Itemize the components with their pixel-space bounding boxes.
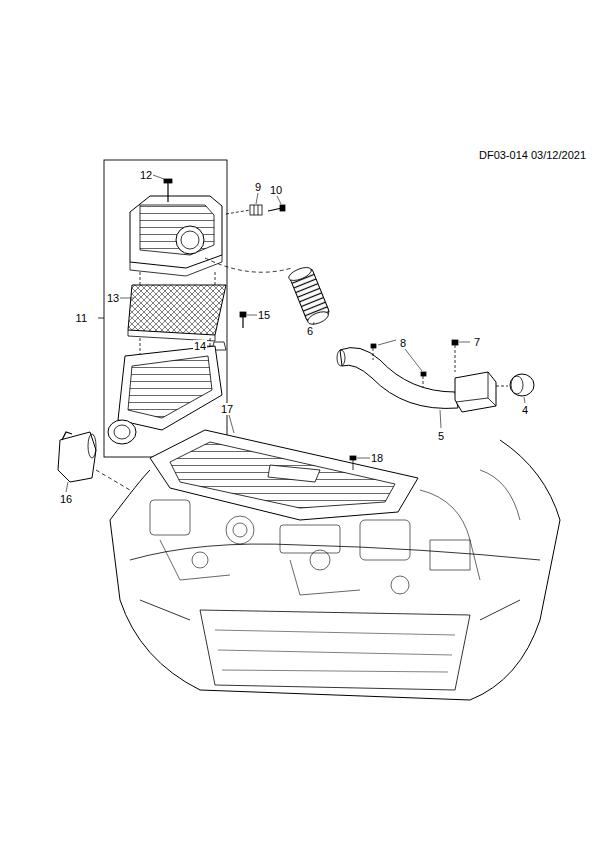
callout-number: 12 xyxy=(139,169,153,181)
callout-number: 16 xyxy=(59,493,73,505)
callout-number: 6 xyxy=(306,325,314,337)
callout-number: 14 xyxy=(193,340,207,352)
callout-number: 17 xyxy=(220,403,234,415)
callout-number: 9 xyxy=(254,181,262,193)
callout-number: 4 xyxy=(521,404,529,416)
callout-number: 10 xyxy=(269,184,283,196)
callout-number: 8 xyxy=(399,337,407,349)
callout-number: 13 xyxy=(106,292,120,304)
drawing-code: DF03-014 03/12/2021 xyxy=(478,149,587,161)
callout-number: 5 xyxy=(437,430,445,442)
callout-number: 11 xyxy=(75,312,88,324)
callout-number: 15 xyxy=(257,309,271,321)
assembly-frame: 11 xyxy=(104,160,227,457)
callout-number: 7 xyxy=(473,336,481,348)
callout-number: 18 xyxy=(370,452,384,464)
